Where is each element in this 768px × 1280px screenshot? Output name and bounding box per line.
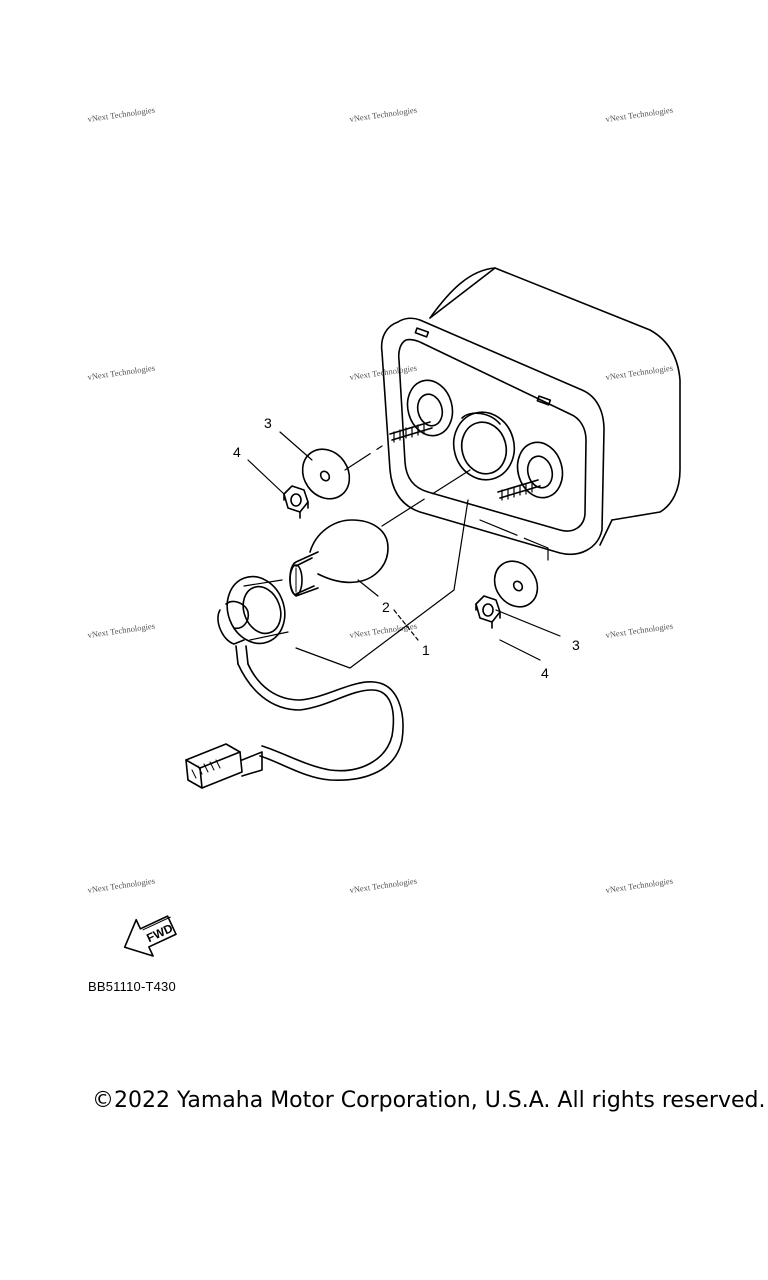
watermark-text: vNext Technologies: [349, 621, 418, 640]
part-code: BB51110-T430: [88, 979, 176, 994]
callout-3-left: 3: [264, 415, 272, 431]
watermark-text: vNext Technologies: [605, 621, 674, 640]
callout-4-right: 4: [541, 665, 549, 681]
bulb: [289, 519, 389, 597]
socket-harness: [185, 575, 404, 789]
watermark-text: vNext Technologies: [605, 105, 674, 124]
callout-1: 1: [422, 642, 430, 658]
fwd-arrow: FWD: [123, 915, 177, 957]
copyright-notice: ©2022 Yamaha Motor Corporation, U.S.A. A…: [92, 1088, 766, 1113]
watermark-text: vNext Technologies: [605, 876, 674, 895]
washer-left: [301, 448, 351, 500]
watermark-text: vNext Technologies: [605, 363, 674, 382]
watermark-text: vNext Technologies: [87, 363, 156, 382]
washer-right: [493, 560, 539, 608]
callout-4-left: 4: [233, 444, 241, 460]
callout-2: 2: [382, 599, 390, 615]
nut-right: [475, 595, 501, 629]
nut-left: [283, 485, 309, 519]
callout-3-right: 3: [572, 637, 580, 653]
watermark-text: vNext Technologies: [349, 876, 418, 895]
lamp-housing: [380, 267, 681, 555]
watermark-text: vNext Technologies: [87, 105, 156, 124]
leader-lines: [247, 431, 561, 669]
watermark-text: vNext Technologies: [349, 105, 418, 124]
watermark-text: vNext Technologies: [87, 876, 156, 895]
callout-labels: 3 4 2 1 3 4: [233, 415, 580, 681]
watermark-text: vNext Technologies: [87, 621, 156, 640]
